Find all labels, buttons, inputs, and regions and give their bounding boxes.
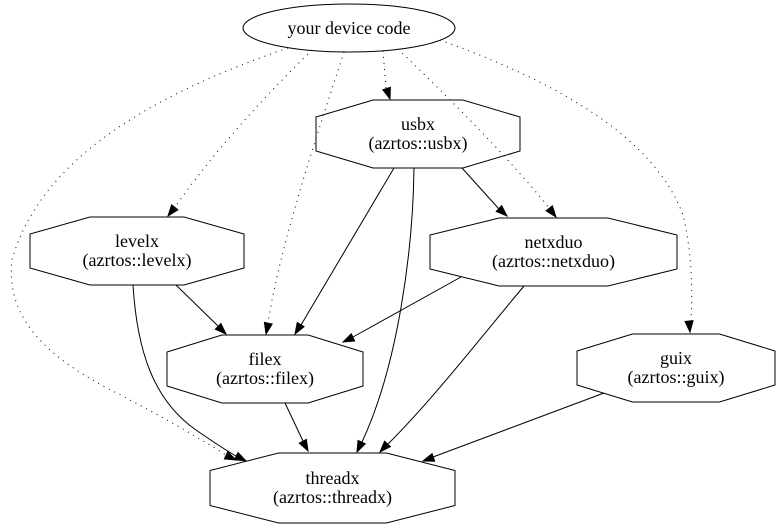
node-threadx-sublabel: (azrtos::threadx) (273, 487, 392, 508)
node-guix-label: guix (660, 348, 692, 368)
node-usbx-label: usbx (401, 114, 435, 134)
edge-usbx-filex-arrowhead (294, 321, 305, 336)
node-levelx-label: levelx (115, 231, 159, 251)
edge-guix-threadx-line (432, 392, 605, 458)
edge-guix-threadx-arrowhead (421, 452, 436, 462)
edge-device-filex (263, 51, 345, 336)
node-threadx-label: threadx (306, 468, 360, 488)
edge-filex-threadx-line (284, 402, 304, 442)
node-netxduo: netxduo(azrtos::netxduo) (429, 217, 678, 287)
edge-device-guix (439, 39, 694, 334)
edge-levelx-threadx-line (132, 284, 237, 457)
node-device-shape (242, 3, 456, 53)
node-levelx-shape (29, 216, 245, 286)
edge-usbx-filex-line (300, 167, 395, 326)
edge-netxduo-threadx (379, 285, 525, 454)
edge-netxduo-filex (341, 276, 462, 343)
edge-usbx-threadx-arrowhead (356, 439, 367, 454)
edge-device-usbx-arrowhead (381, 86, 391, 101)
node-levelx-sublabel: (azrtos::levelx) (83, 250, 192, 271)
edge-usbx-filex (294, 167, 395, 336)
edge-device-levelx-line (174, 49, 313, 208)
edge-usbx-threadx (356, 167, 415, 454)
edge-filex-threadx (284, 402, 309, 453)
node-device: your device code (242, 3, 456, 53)
edge-device-levelx (167, 49, 313, 218)
edge-device-threadx-line (10, 47, 289, 456)
edge-levelx-threadx (132, 284, 248, 462)
edge-filex-threadx-arrowhead (298, 438, 309, 453)
edge-usbx-netxduo-line (461, 167, 500, 210)
edge-usbx-netxduo (461, 167, 509, 217)
edge-device-filex-arrowhead (263, 321, 274, 336)
node-device-label: your device code (288, 18, 411, 38)
edge-levelx-filex-line (175, 284, 219, 327)
node-threadx: threadx(azrtos::threadx) (209, 452, 456, 524)
node-levelx: levelx(azrtos::levelx) (29, 216, 245, 286)
edge-device-usbx-line (382, 50, 387, 89)
edge-netxduo-threadx-arrowhead (379, 440, 392, 454)
edge-device-threadx-arrowhead (223, 450, 238, 461)
edge-netxduo-filex-arrowhead (341, 332, 356, 343)
edge-usbx-threadx-line (361, 167, 415, 443)
edge-device-filex-line (267, 51, 345, 324)
node-guix-sublabel: (azrtos::guix) (628, 367, 725, 388)
node-threadx-shape (209, 452, 456, 524)
node-usbx-shape (315, 99, 521, 169)
node-usbx-sublabel: (azrtos::usbx) (369, 133, 468, 154)
node-netxduo-shape (429, 217, 678, 287)
edge-guix-threadx (421, 392, 605, 462)
edge-levelx-filex-arrowhead (214, 322, 228, 336)
node-guix: guix(azrtos::guix) (576, 333, 776, 403)
edge-netxduo-filex-line (352, 276, 462, 338)
edge-device-netxduo (397, 48, 557, 219)
node-netxduo-sublabel: (azrtos::netxduo) (492, 251, 615, 272)
node-filex-sublabel: (azrtos::filex) (216, 368, 314, 389)
edge-device-usbx (381, 50, 391, 101)
edge-device-guix-arrowhead (684, 320, 694, 334)
edge-usbx-netxduo-arrowhead (495, 204, 509, 217)
node-filex: filex(azrtos::filex) (166, 334, 364, 404)
node-filex-label: filex (249, 349, 282, 369)
edge-netxduo-threadx-line (387, 285, 525, 445)
edge-device-levelx-arrowhead (167, 204, 179, 218)
edge-device-threadx (10, 47, 289, 461)
edge-device-netxduo-arrowhead (545, 205, 557, 219)
edge-levelx-threadx-arrowhead (233, 451, 248, 462)
edge-levelx-filex (175, 284, 228, 336)
node-guix-shape (576, 333, 776, 403)
node-filex-shape (166, 334, 364, 404)
node-usbx: usbx(azrtos::usbx) (315, 99, 521, 169)
node-netxduo-label: netxduo (525, 232, 583, 252)
